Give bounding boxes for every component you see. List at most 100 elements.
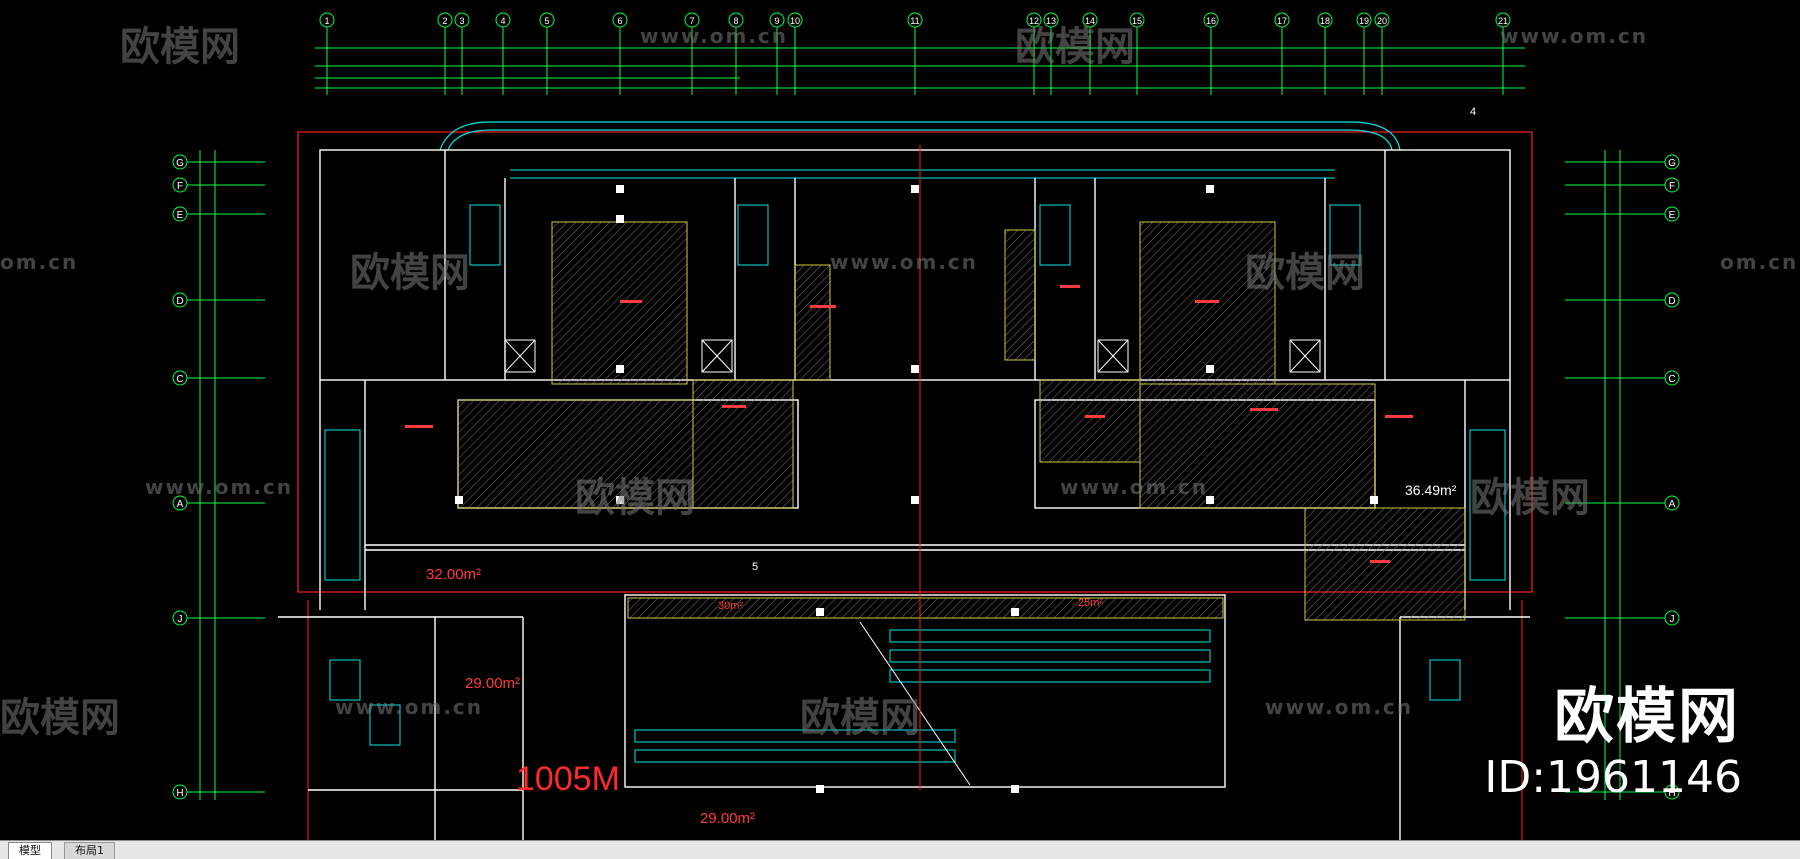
canopy-curve (439, 121, 1401, 151)
axis-label-top: 17 (1277, 16, 1287, 26)
axis-bubble-top: 19 (1356, 12, 1372, 95)
leader-5: 5 (752, 561, 758, 573)
axis-bubble-right: J (1565, 610, 1680, 626)
axis-label-top: 8 (733, 16, 738, 26)
axis-bubble-left: C (172, 370, 265, 386)
watermark-url: www.om.cn (1265, 695, 1414, 719)
axis-bubble-right: H (1565, 784, 1680, 800)
axis-bubble-top: 17 (1274, 12, 1290, 95)
area-hall-b: 25m² (1078, 597, 1104, 609)
watermark-logo: 欧模网 (1245, 250, 1365, 296)
axis-label-side: H (176, 788, 183, 799)
axis-label-side: D (176, 296, 183, 307)
elevators (504, 339, 1321, 373)
watermark-url: www.om.cn (830, 250, 979, 274)
watermark-url: www.om.cn (1060, 475, 1209, 499)
axis-bubble-top: 9 (769, 12, 785, 95)
canopy-curve-inner (447, 129, 1393, 151)
axis-bubble-right: F (1565, 177, 1680, 193)
axis-bubble-right: E (1565, 206, 1680, 222)
axis-bubble-left: F (172, 177, 265, 193)
brand-logo: 欧模网 (1554, 682, 1740, 752)
axis-bubble-top: 4 (495, 12, 511, 95)
axis-bubble-top: 15 (1129, 12, 1145, 95)
axis-bubble-top: 20 (1374, 12, 1390, 95)
watermark-logo: 欧模网 (800, 695, 920, 741)
axis-label-top: 11 (910, 16, 919, 26)
outer-boundary (297, 131, 1533, 593)
axis-label-top: 4 (500, 16, 505, 26)
axis-label-side: G (1668, 158, 1676, 169)
area-hall-a: 30m² (718, 600, 744, 612)
axis-label-side: F (177, 181, 183, 192)
axis-label-top: 2 (442, 16, 447, 26)
axis-label-top: 13 (1046, 16, 1056, 26)
axis-label-top: 10 (790, 16, 800, 26)
axis-bubble-top: 5 (539, 12, 555, 95)
watermark-logo: 欧模网 (120, 24, 240, 70)
axis-bubble-left: H (172, 784, 265, 800)
area-right-shop: 36.49m² (1405, 482, 1457, 498)
axis-label-top: 5 (544, 16, 549, 26)
axis-label-side: J (178, 614, 183, 625)
watermark-logo: 欧模网 (1015, 24, 1135, 70)
axis-bubble-top: 21 (1495, 12, 1511, 95)
area-bottom-hall: 29.00m² (700, 810, 756, 827)
axis-label-side: A (1669, 499, 1676, 510)
axis-bubble-right: G (1565, 154, 1680, 170)
axis-bubble-left: A (172, 495, 265, 511)
tab-layout1[interactable]: 布局1 (64, 842, 115, 859)
watermark-logo: 欧模网 (1470, 475, 1590, 521)
watermark-url: www.om.cn (1500, 24, 1649, 48)
layout-tab-bar: 模型 布局1 (0, 840, 1800, 859)
watermark-logo: 欧模网 (0, 695, 120, 741)
watermark-logo: 欧模网 (350, 250, 470, 296)
axis-bubble-left: D (172, 292, 265, 308)
axis-bubble-right: C (1565, 370, 1680, 386)
axis-bubble-top: 16 (1203, 12, 1219, 95)
axis-label-side: C (1668, 374, 1675, 385)
axis-label-top: 14 (1085, 16, 1095, 26)
axis-bubble-right: A (1565, 495, 1680, 511)
axis-bubble-top: 10 (787, 12, 803, 95)
axis-label-top: 15 (1132, 16, 1142, 26)
left-dimension-lines (199, 150, 216, 800)
axis-label-top: 1 (324, 16, 329, 26)
axis-bubble-left: E (172, 206, 265, 222)
room-label-marks (405, 285, 1413, 563)
watermark-url: www.om.cn (145, 475, 294, 499)
hall-dimension-label: 1005M (516, 760, 620, 798)
tab-model[interactable]: 模型 (8, 842, 52, 859)
watermark-url: www.om.cn (640, 24, 789, 48)
axis-label-top: 19 (1359, 16, 1369, 26)
watermark-logo: 欧模网 (575, 475, 695, 521)
axis-bubble-right: D (1565, 292, 1680, 308)
axis-label-side: G (176, 158, 184, 169)
axis-label-top: 9 (774, 16, 779, 26)
brand-id: ID:1961146 (1484, 752, 1742, 803)
axis-bubble-top: 14 (1082, 12, 1098, 95)
axis-label-top: 18 (1320, 16, 1330, 26)
axis-label-top: 7 (689, 16, 694, 26)
axis-bubble-top: 11 (907, 12, 923, 95)
axis-label-top: 16 (1206, 16, 1216, 26)
right-dimension-lines (1604, 150, 1621, 800)
stairs (324, 204, 1506, 746)
axis-label-side: A (177, 499, 184, 510)
area-left-lobby: 32.00m² (426, 566, 482, 583)
axis-bubble-top: 12 (1026, 12, 1042, 95)
axis-bubble-left: G (172, 154, 265, 170)
axis-label-top: 21 (1498, 16, 1508, 26)
axis-bubble-left: J (172, 610, 265, 626)
axis-label-side: J (1670, 614, 1675, 625)
axis-label-top: 3 (459, 16, 464, 26)
axis-label-side: E (177, 210, 184, 221)
axis-bubble-top: 2 (437, 12, 453, 95)
escalators (634, 621, 1211, 786)
columns (455, 185, 1378, 793)
top-dimension-lines (315, 47, 1525, 89)
